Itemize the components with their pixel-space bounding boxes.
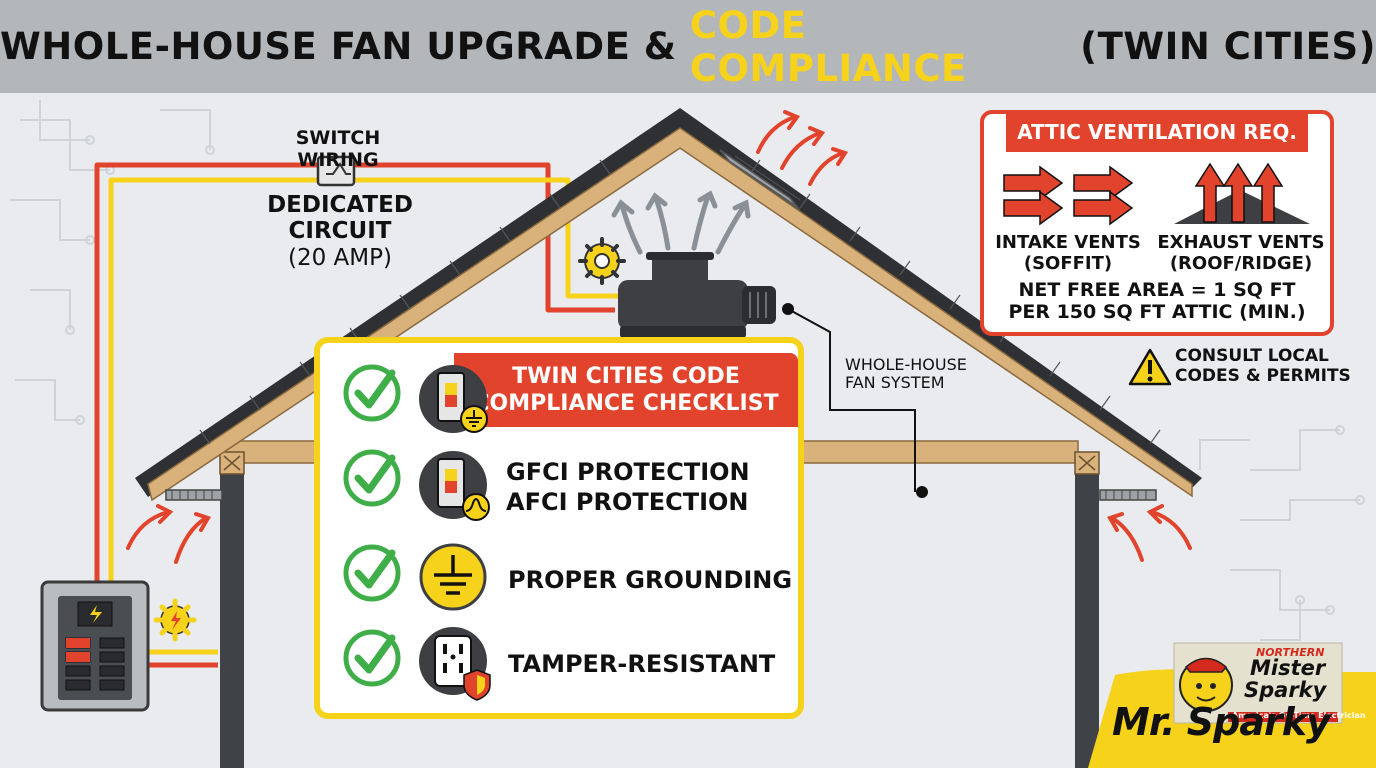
switch-icon bbox=[316, 155, 356, 187]
check-icon bbox=[343, 544, 401, 602]
circuit-traces bbox=[10, 100, 1365, 641]
intake-vents-label: INTAKE VENTS (SOFFIT) bbox=[994, 232, 1142, 274]
whole-house-fan-unit bbox=[618, 252, 776, 338]
soffit-vent-left bbox=[165, 489, 223, 501]
notice-line1: CONSULT LOCAL bbox=[1175, 346, 1329, 366]
tamper-outlet-icon bbox=[419, 627, 491, 701]
checklist-title-line1: TWIN CITIES CODE bbox=[512, 363, 740, 389]
check-icon bbox=[343, 629, 401, 687]
attic-ventilation-title: ATTIC VENTILATION REQ. bbox=[1006, 112, 1308, 152]
mister-sparky-logo bbox=[1173, 642, 1343, 724]
checklist-item-1-line1: GFCI PROTECTION bbox=[506, 458, 750, 486]
net-free-area-label: NET FREE AREA = 1 SQ FT PER 150 SQ FT AT… bbox=[990, 279, 1324, 324]
checklist-item-1: GFCI PROTECTION AFCI PROTECTION bbox=[506, 457, 750, 517]
exhaust-vents-label: EXHAUST VENTS (ROOF/RIDGE) bbox=[1156, 232, 1326, 274]
checklist-item-1-line2: AFCI PROTECTION bbox=[506, 488, 749, 516]
logo-tagline: America's On-Time Electrician bbox=[1232, 711, 1366, 720]
page-title: WHOLE-HOUSE FAN UPGRADE & CODE COMPLIANC… bbox=[0, 0, 1376, 93]
logo-northern: NORTHERN bbox=[1256, 646, 1325, 659]
checklist-icons bbox=[343, 364, 491, 701]
dedicated-circuit-wire bbox=[94, 162, 618, 668]
checklist-item-2: PROPER GROUNDING bbox=[508, 566, 793, 594]
logo-mister: Mister bbox=[1250, 656, 1326, 680]
switch-wiring-label: SWITCH WIRING bbox=[295, 127, 381, 171]
ground-icon bbox=[419, 543, 487, 611]
dedicated-circuit-label: DEDICATED CIRCUIT (20 AMP) bbox=[212, 192, 468, 271]
breaker-ground-icon bbox=[419, 365, 488, 433]
logo-wordmark: Mr. Sparky bbox=[1112, 700, 1331, 744]
consult-codes-notice: CONSULT LOCAL CODES & PERMITS bbox=[1175, 346, 1355, 386]
checklist-item-3: TAMPER-RESISTANT bbox=[508, 650, 776, 678]
roof bbox=[135, 108, 1202, 502]
ridge-exhaust-arrows bbox=[756, 110, 849, 186]
left-wall bbox=[220, 452, 244, 768]
soffit-vent-right bbox=[1099, 489, 1157, 501]
code-compliance-checklist: TWIN CITIES CODE COMPLIANCE CHECKLIST bbox=[314, 337, 804, 719]
title-suffix: (TWIN CITIES) bbox=[1066, 25, 1376, 68]
nfa-line1: NET FREE AREA = 1 SQ FT bbox=[1018, 279, 1296, 301]
fan-airflow-arrows bbox=[611, 190, 751, 255]
check-icon bbox=[343, 449, 401, 507]
nfa-line2: PER 150 SQ FT ATTIC (MIN.) bbox=[1008, 300, 1306, 323]
notice-line2: CODES & PERMITS bbox=[1175, 365, 1351, 386]
gear-icon bbox=[578, 237, 626, 285]
right-wall bbox=[1075, 452, 1099, 768]
intake-airflow-arrows bbox=[126, 504, 1192, 564]
exhaust-line2: (ROOF/RIDGE) bbox=[1169, 252, 1313, 274]
exhaust-line1: EXHAUST VENTS bbox=[1157, 232, 1325, 253]
dedicated-circuit-line1: DEDICATED CIRCUIT bbox=[267, 192, 413, 245]
checklist-title-line2: COMPLIANCE CHECKLIST bbox=[473, 391, 779, 416]
panel-gear-icon bbox=[153, 598, 197, 642]
fan-label-line2: FAN SYSTEM bbox=[845, 373, 945, 393]
dedicated-circuit-line2: (20 AMP) bbox=[288, 244, 392, 271]
fan-system-label: WHOLE-HOUSE FAN SYSTEM bbox=[845, 355, 1005, 393]
title-prefix: WHOLE-HOUSE FAN UPGRADE & bbox=[0, 25, 690, 68]
intake-line1: INTAKE VENTS bbox=[995, 232, 1141, 253]
fan-leader-line bbox=[782, 303, 928, 498]
title-highlight: CODE COMPLIANCE bbox=[689, 3, 967, 90]
logo-sparky: Sparky bbox=[1244, 678, 1327, 702]
gfci-afci-icon bbox=[419, 451, 490, 521]
electrical-panel-icon bbox=[40, 580, 150, 712]
check-icon bbox=[343, 364, 401, 422]
fan-label-line1: WHOLE-HOUSE bbox=[845, 355, 967, 374]
checklist-title: TWIN CITIES CODE COMPLIANCE CHECKLIST bbox=[454, 353, 798, 427]
intake-line2: (SOFFIT) bbox=[1023, 252, 1113, 274]
